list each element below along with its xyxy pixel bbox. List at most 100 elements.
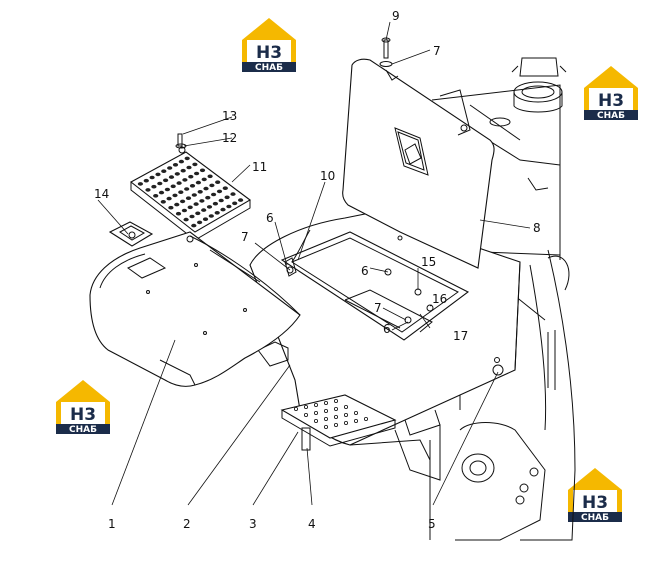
logo-sub: СНАБ — [597, 111, 625, 121]
callout-10: 10 — [320, 169, 335, 183]
grille-hole — [212, 201, 218, 206]
grille-hole — [180, 199, 186, 204]
grille-hole — [209, 183, 215, 188]
callout-14: 14 — [94, 187, 109, 201]
grille-hole — [168, 175, 175, 179]
grille-hole — [211, 192, 217, 197]
grille-hole — [185, 196, 192, 200]
grille-hole — [172, 193, 178, 198]
grille-hole — [145, 188, 151, 192]
callout-7a: 7 — [433, 44, 441, 58]
grille-hole — [178, 159, 184, 164]
callout-4: 4 — [308, 517, 316, 531]
latch — [108, 221, 154, 247]
grille-hole — [180, 168, 186, 173]
grille-hole — [226, 204, 232, 209]
callout-6b: 6 — [361, 264, 369, 278]
grille-hole — [137, 182, 143, 186]
grille-hole — [172, 163, 179, 167]
callout-12: 12 — [222, 131, 237, 145]
grille-panel — [130, 146, 251, 241]
grille-hole — [201, 208, 207, 212]
grille-hole — [186, 165, 192, 170]
grille-hole — [181, 208, 187, 213]
grille-hole — [207, 174, 213, 179]
grille-hole — [224, 195, 230, 200]
grille-hole — [195, 180, 201, 185]
grille-hole — [220, 207, 226, 212]
grille-holes — [137, 156, 244, 228]
logo-top-right: H3 СНАБ — [584, 66, 638, 121]
grille-hole — [153, 194, 159, 198]
grille-hole — [232, 201, 238, 206]
grille-hole — [199, 199, 205, 203]
grille-hole — [188, 174, 194, 179]
grille-hole — [214, 211, 220, 215]
grille-hole — [201, 177, 207, 182]
grille-hole — [195, 211, 201, 216]
callout-15: 15 — [421, 255, 436, 269]
grille-hole — [166, 196, 172, 201]
logo-bottom-right: H3 СНАБ — [568, 468, 622, 523]
grille-hole — [216, 189, 223, 194]
grille-hole — [168, 205, 174, 210]
logo-main: H3 — [582, 493, 608, 513]
callout-6a: 6 — [266, 211, 274, 225]
fasteners — [175, 37, 393, 451]
grille-hole — [184, 187, 190, 191]
logo-sub: СНАБ — [255, 63, 283, 73]
logo-main: H3 — [598, 91, 624, 111]
callout-labels: 1 2 3 4 5 6 6 6 7 7 7 8 9 10 11 12 13 14… — [94, 9, 541, 531]
grille-hole — [174, 172, 180, 176]
grille-hole — [191, 223, 197, 228]
grille-hole — [193, 202, 199, 206]
logo-sub: СНАБ — [69, 425, 97, 435]
grille-hole — [199, 168, 206, 173]
grille-hole — [197, 190, 203, 194]
logo-top-left: H3 СНАБ — [242, 18, 296, 73]
grille-hole — [158, 190, 165, 195]
grille-hole — [160, 200, 166, 204]
logo-main: H3 — [70, 405, 96, 425]
leader-lines — [97, 21, 531, 506]
callout-17: 17 — [453, 329, 468, 343]
grille-hole — [149, 175, 155, 180]
grille-hole — [178, 190, 184, 194]
housing — [249, 207, 521, 481]
grille-hole — [183, 217, 189, 222]
grille-hole — [222, 186, 228, 190]
grille-hole — [208, 214, 214, 218]
grille-hole — [184, 156, 190, 161]
step-holes — [293, 398, 368, 429]
grille-hole — [206, 205, 213, 209]
grille-hole — [182, 178, 188, 182]
grille-hole — [192, 162, 198, 167]
callout-13: 13 — [222, 109, 237, 123]
grille-hole — [202, 217, 209, 221]
logo-main: H3 — [256, 43, 282, 63]
grille-hole — [191, 193, 197, 197]
grille-hole — [189, 184, 196, 188]
grille-hole — [230, 192, 236, 196]
grille-hole — [205, 195, 211, 200]
grille-hole — [170, 184, 176, 189]
callout-8: 8 — [533, 221, 541, 235]
grille-hole — [143, 178, 149, 183]
callout-6c: 6 — [383, 322, 391, 336]
grille-hole — [157, 181, 163, 186]
grille-hole — [161, 169, 167, 173]
grille-hole — [176, 181, 182, 185]
grille-hole — [218, 198, 224, 203]
grille-hole — [189, 214, 195, 219]
callout-7c: 7 — [374, 301, 382, 315]
grille-hole — [187, 205, 193, 210]
callout-5: 5 — [428, 517, 436, 531]
callout-9: 9 — [392, 9, 400, 23]
backrest-panel — [342, 58, 495, 269]
logo-mid-left: H3 СНАБ — [56, 380, 110, 435]
callout-1: 1 — [108, 517, 116, 531]
grille-hole — [155, 172, 161, 177]
logo-sub: СНАБ — [581, 513, 609, 523]
grille-hole — [174, 202, 180, 207]
